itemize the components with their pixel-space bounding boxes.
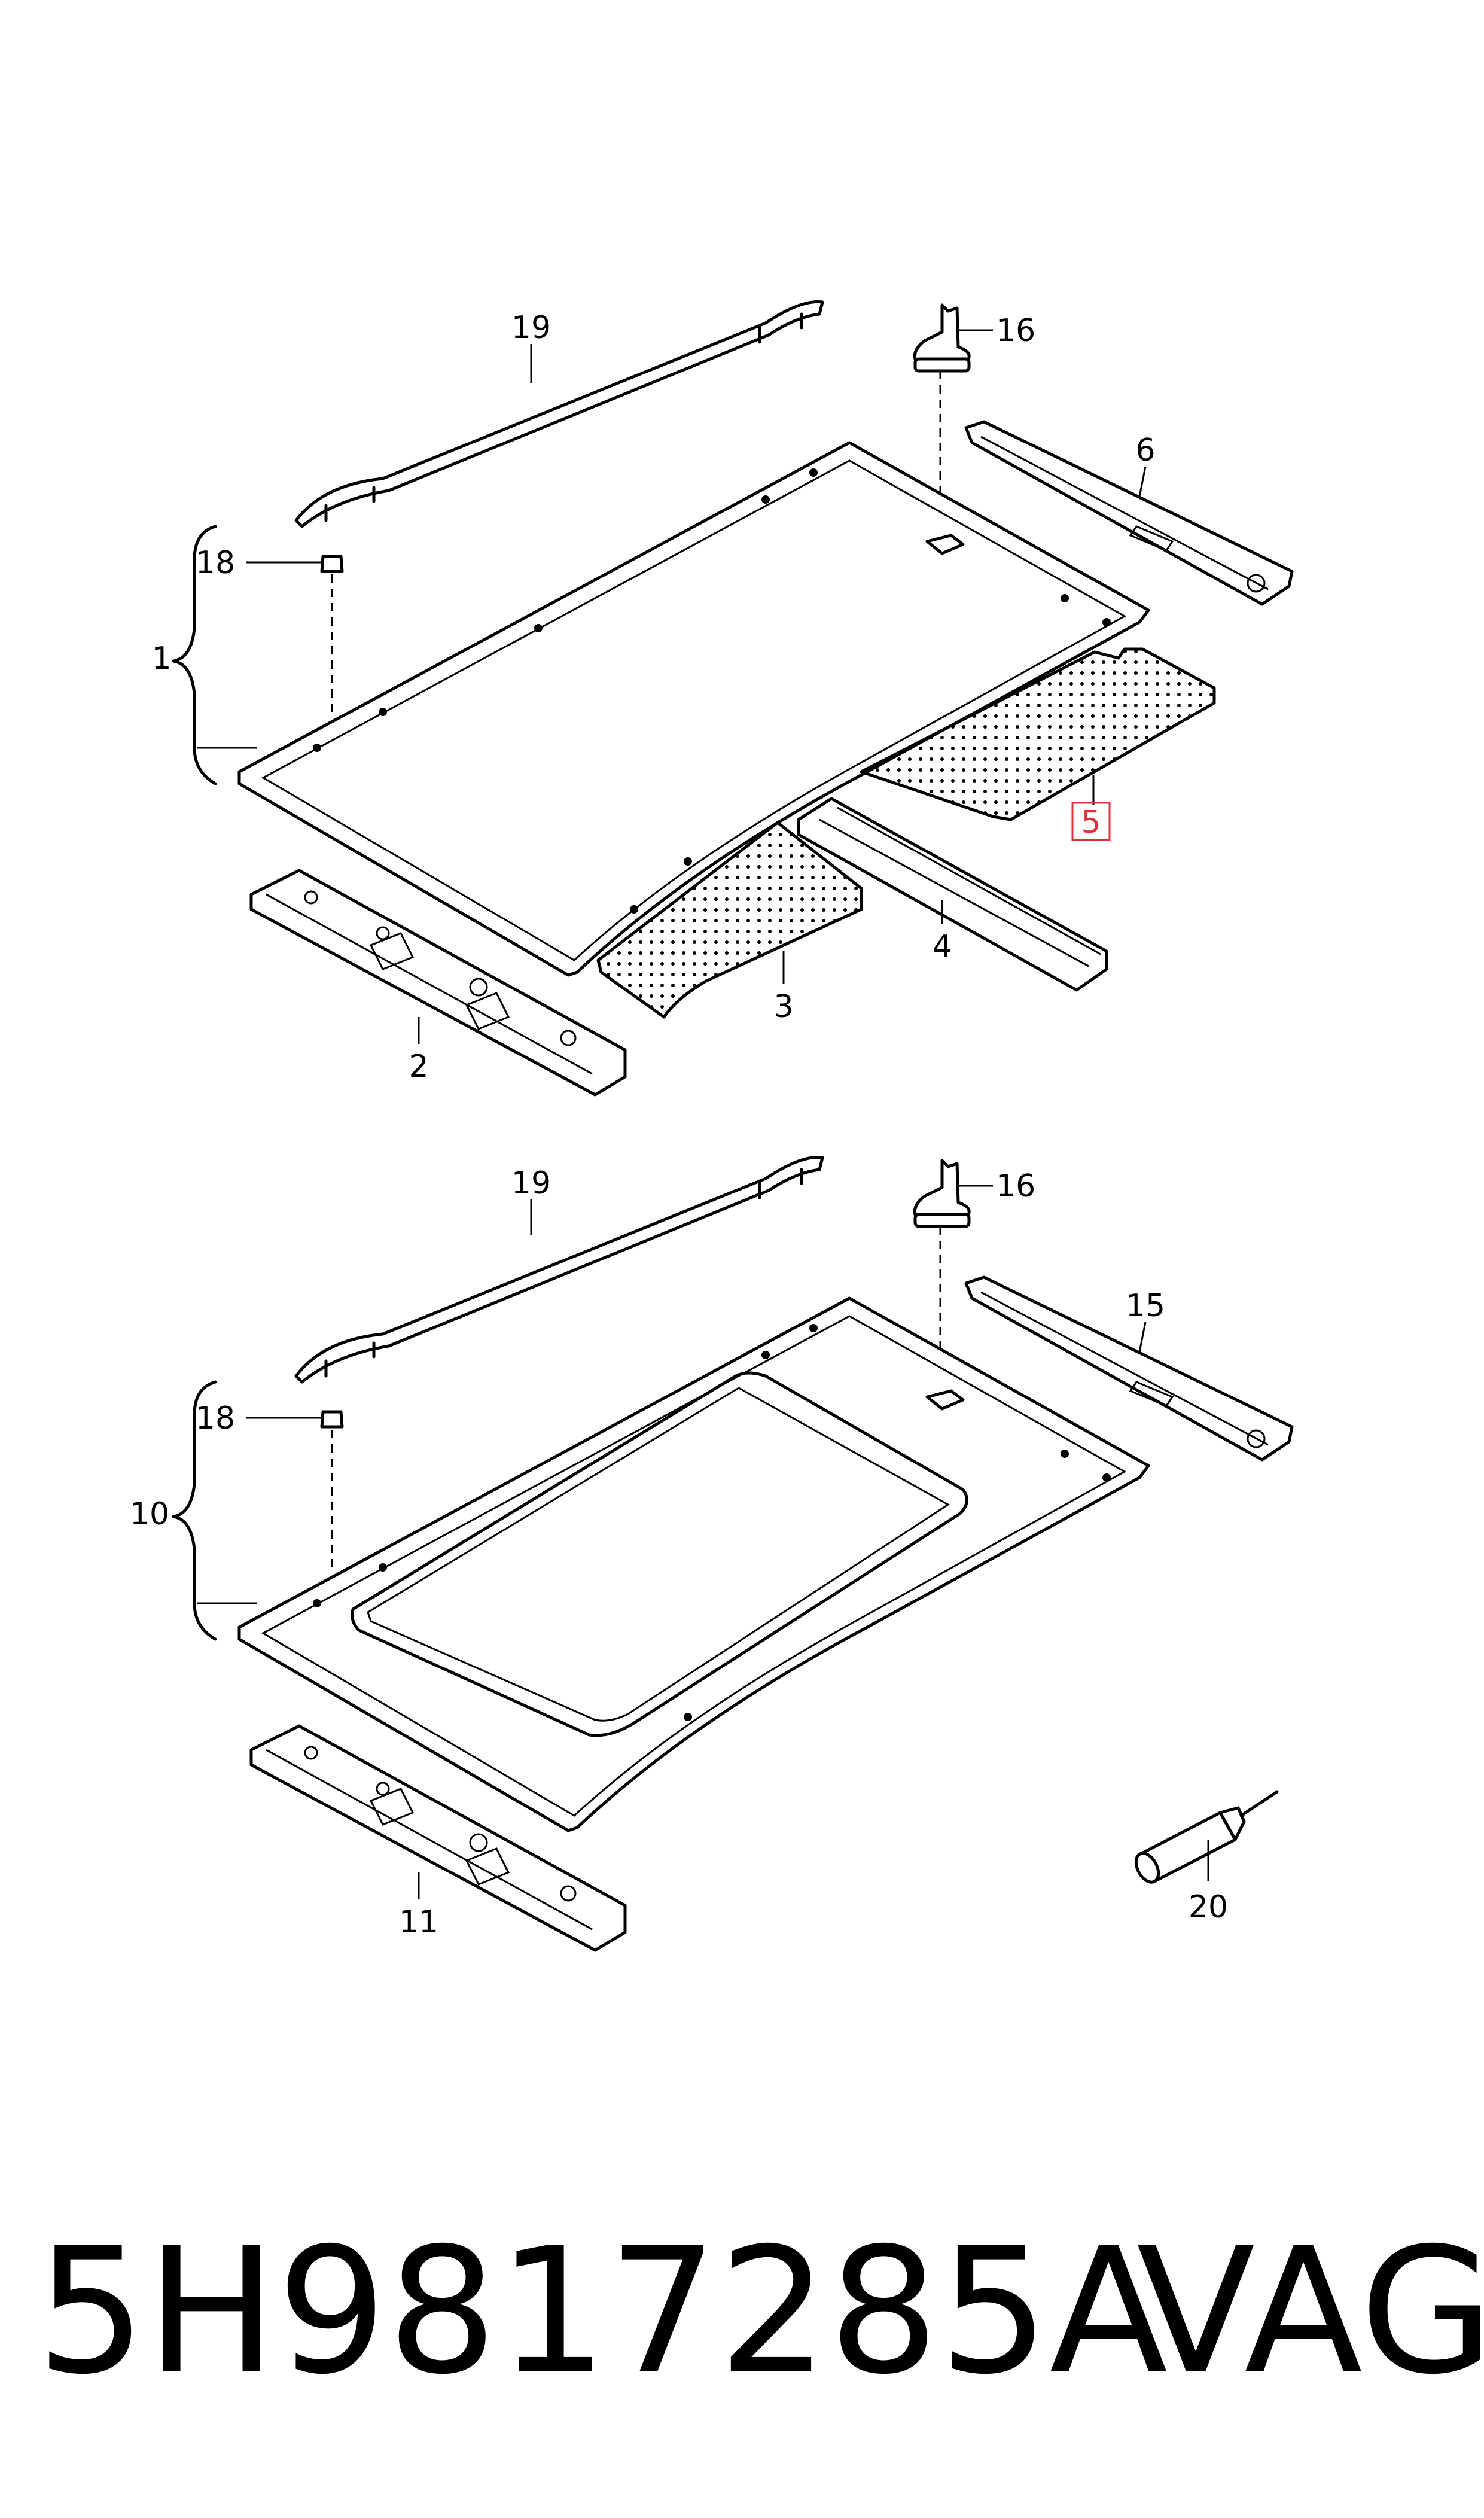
callout-5-highlight xyxy=(1071,802,1111,841)
callout-6: 6 xyxy=(1135,433,1155,468)
callout-15: 15 xyxy=(1126,1288,1165,1324)
callout-1: 1 xyxy=(151,641,171,677)
callout-16-top: 16 xyxy=(996,313,1035,349)
callout-11: 11 xyxy=(399,1904,438,1940)
callout-4: 4 xyxy=(932,929,952,965)
callout-16-bottom: 16 xyxy=(996,1168,1035,1204)
roof-rail-bottom xyxy=(294,1155,824,1384)
roof-panel-sunroof-bottom xyxy=(237,1296,1150,1832)
rear-rail-top xyxy=(964,420,1294,606)
insulation-pad-5 xyxy=(860,647,1216,821)
sunroof-opening xyxy=(351,1371,968,1737)
callout-10: 10 xyxy=(130,1496,169,1532)
callout-20: 20 xyxy=(1189,1889,1228,1925)
clip-top xyxy=(320,555,344,573)
rear-crossmember-top xyxy=(797,797,1108,992)
rear-rail-bottom xyxy=(964,1275,1294,1462)
callout-2: 2 xyxy=(409,1049,428,1085)
front-crossmember-bottom xyxy=(249,1724,627,1952)
bracket-1 xyxy=(172,525,217,785)
roof-rail-top xyxy=(294,300,824,528)
roof-panel-top xyxy=(237,441,1150,977)
callout-18-top: 18 xyxy=(196,545,235,581)
leader-lines xyxy=(246,329,1209,1899)
callout-18-bottom: 18 xyxy=(196,1400,235,1436)
part-number: 5H9817285A xyxy=(36,2211,1168,2413)
brand-name: VAG xyxy=(1136,2211,1484,2413)
bottom-assembly xyxy=(172,1155,1294,1952)
top-assembly xyxy=(172,300,1294,1097)
callout-labels: 19 16 6 18 1 5 4 3 2 19 16 15 18 10 11 2… xyxy=(130,310,1228,1940)
bracket-10 xyxy=(172,1380,217,1641)
callout-3: 3 xyxy=(773,989,793,1025)
callout-5: 5 xyxy=(1081,805,1101,841)
sealant-tube xyxy=(1134,1790,1279,1884)
insulation-pad-3 xyxy=(596,821,863,1019)
front-crossmember-top xyxy=(249,869,627,1097)
callout-19-top: 19 xyxy=(511,310,551,346)
clip-bottom xyxy=(320,1410,344,1429)
callout-19-bottom: 19 xyxy=(511,1165,551,1201)
